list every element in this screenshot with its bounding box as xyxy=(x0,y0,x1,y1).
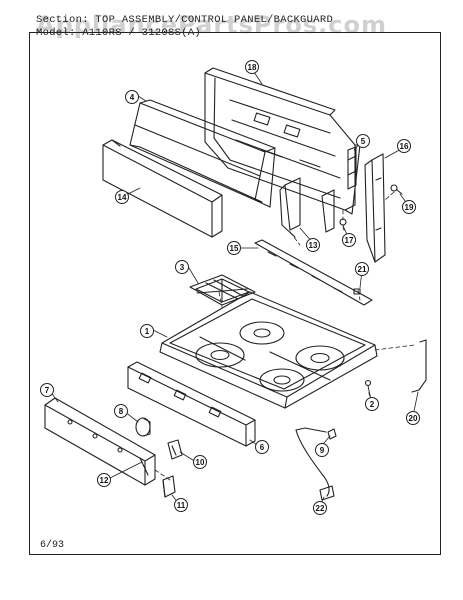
callout-9: 9 xyxy=(315,443,329,457)
svg-text:7: 7 xyxy=(45,386,50,395)
callout-17: 17 xyxy=(342,233,356,247)
manifold-assembly-part xyxy=(44,397,156,486)
small-bracket-part xyxy=(347,146,357,190)
wire-harness-part xyxy=(295,427,335,501)
svg-text:10: 10 xyxy=(196,458,205,467)
callout-22: 22 xyxy=(313,501,327,515)
callout-3: 3 xyxy=(175,260,189,274)
svg-text:5: 5 xyxy=(361,137,366,146)
callout-5: 5 xyxy=(356,134,370,148)
section-title: Section: TOP ASSEMBLY/CONTROL PANEL/BACK… xyxy=(36,14,334,26)
svg-text:22: 22 xyxy=(316,504,325,513)
end-bracket-part xyxy=(279,177,335,238)
svg-text:17: 17 xyxy=(345,236,354,245)
callout-6: 6 xyxy=(255,440,269,454)
screw-part xyxy=(390,184,403,195)
callout-10: 10 xyxy=(193,455,207,469)
callout-18: 18 xyxy=(245,60,259,74)
svg-text:21: 21 xyxy=(358,265,367,274)
clip-part xyxy=(353,288,361,295)
svg-text:19: 19 xyxy=(405,203,414,212)
svg-text:1: 1 xyxy=(145,327,150,336)
svg-text:2: 2 xyxy=(370,400,375,409)
front-panel-part xyxy=(127,361,256,447)
watermark: AppliancePartsPros.com xyxy=(36,11,387,39)
callout-7: 7 xyxy=(40,383,54,397)
callout-4: 4 xyxy=(125,90,139,104)
backguard-frame-part xyxy=(204,67,361,215)
vent-strip-part xyxy=(254,239,373,306)
knob-part xyxy=(135,417,151,437)
svg-text:13: 13 xyxy=(309,241,318,250)
callout-2: 2 xyxy=(365,397,379,411)
panel-facing-part xyxy=(102,139,223,238)
svg-text:20: 20 xyxy=(409,414,418,423)
svg-text:16: 16 xyxy=(400,142,409,151)
svg-text:15: 15 xyxy=(230,244,239,253)
cooktop-part xyxy=(159,291,378,409)
callout-20: 20 xyxy=(406,411,420,425)
callout-14: 14 xyxy=(115,190,129,204)
igniter-clip-part xyxy=(167,439,183,460)
control-panel-part xyxy=(129,99,276,208)
callout-8: 8 xyxy=(114,404,128,418)
callout-1: 1 xyxy=(140,324,154,338)
diagram-frame xyxy=(29,32,441,555)
side-strip-part xyxy=(411,339,427,393)
svg-text:6: 6 xyxy=(260,443,265,452)
callout-16: 16 xyxy=(397,139,411,153)
model-title: Model: A110RS / 3120SS(A) xyxy=(36,27,202,39)
revision-date: 6/93 xyxy=(40,540,65,551)
callout-15: 15 xyxy=(227,241,241,255)
side-bracket-part xyxy=(364,153,386,263)
igniter-block-part xyxy=(162,475,176,498)
svg-text:9: 9 xyxy=(320,446,325,455)
callout-19: 19 xyxy=(402,200,416,214)
callout-13: 13 xyxy=(306,238,320,252)
svg-text:18: 18 xyxy=(248,63,257,72)
svg-text:11: 11 xyxy=(177,501,186,510)
svg-text:12: 12 xyxy=(100,476,109,485)
callout-12: 12 xyxy=(97,473,111,487)
callout-11: 11 xyxy=(174,498,188,512)
svg-text:3: 3 xyxy=(180,263,185,272)
svg-text:4: 4 xyxy=(130,93,135,102)
svg-text:14: 14 xyxy=(118,193,127,202)
svg-text:8: 8 xyxy=(119,407,124,416)
callout-21: 21 xyxy=(355,262,369,276)
